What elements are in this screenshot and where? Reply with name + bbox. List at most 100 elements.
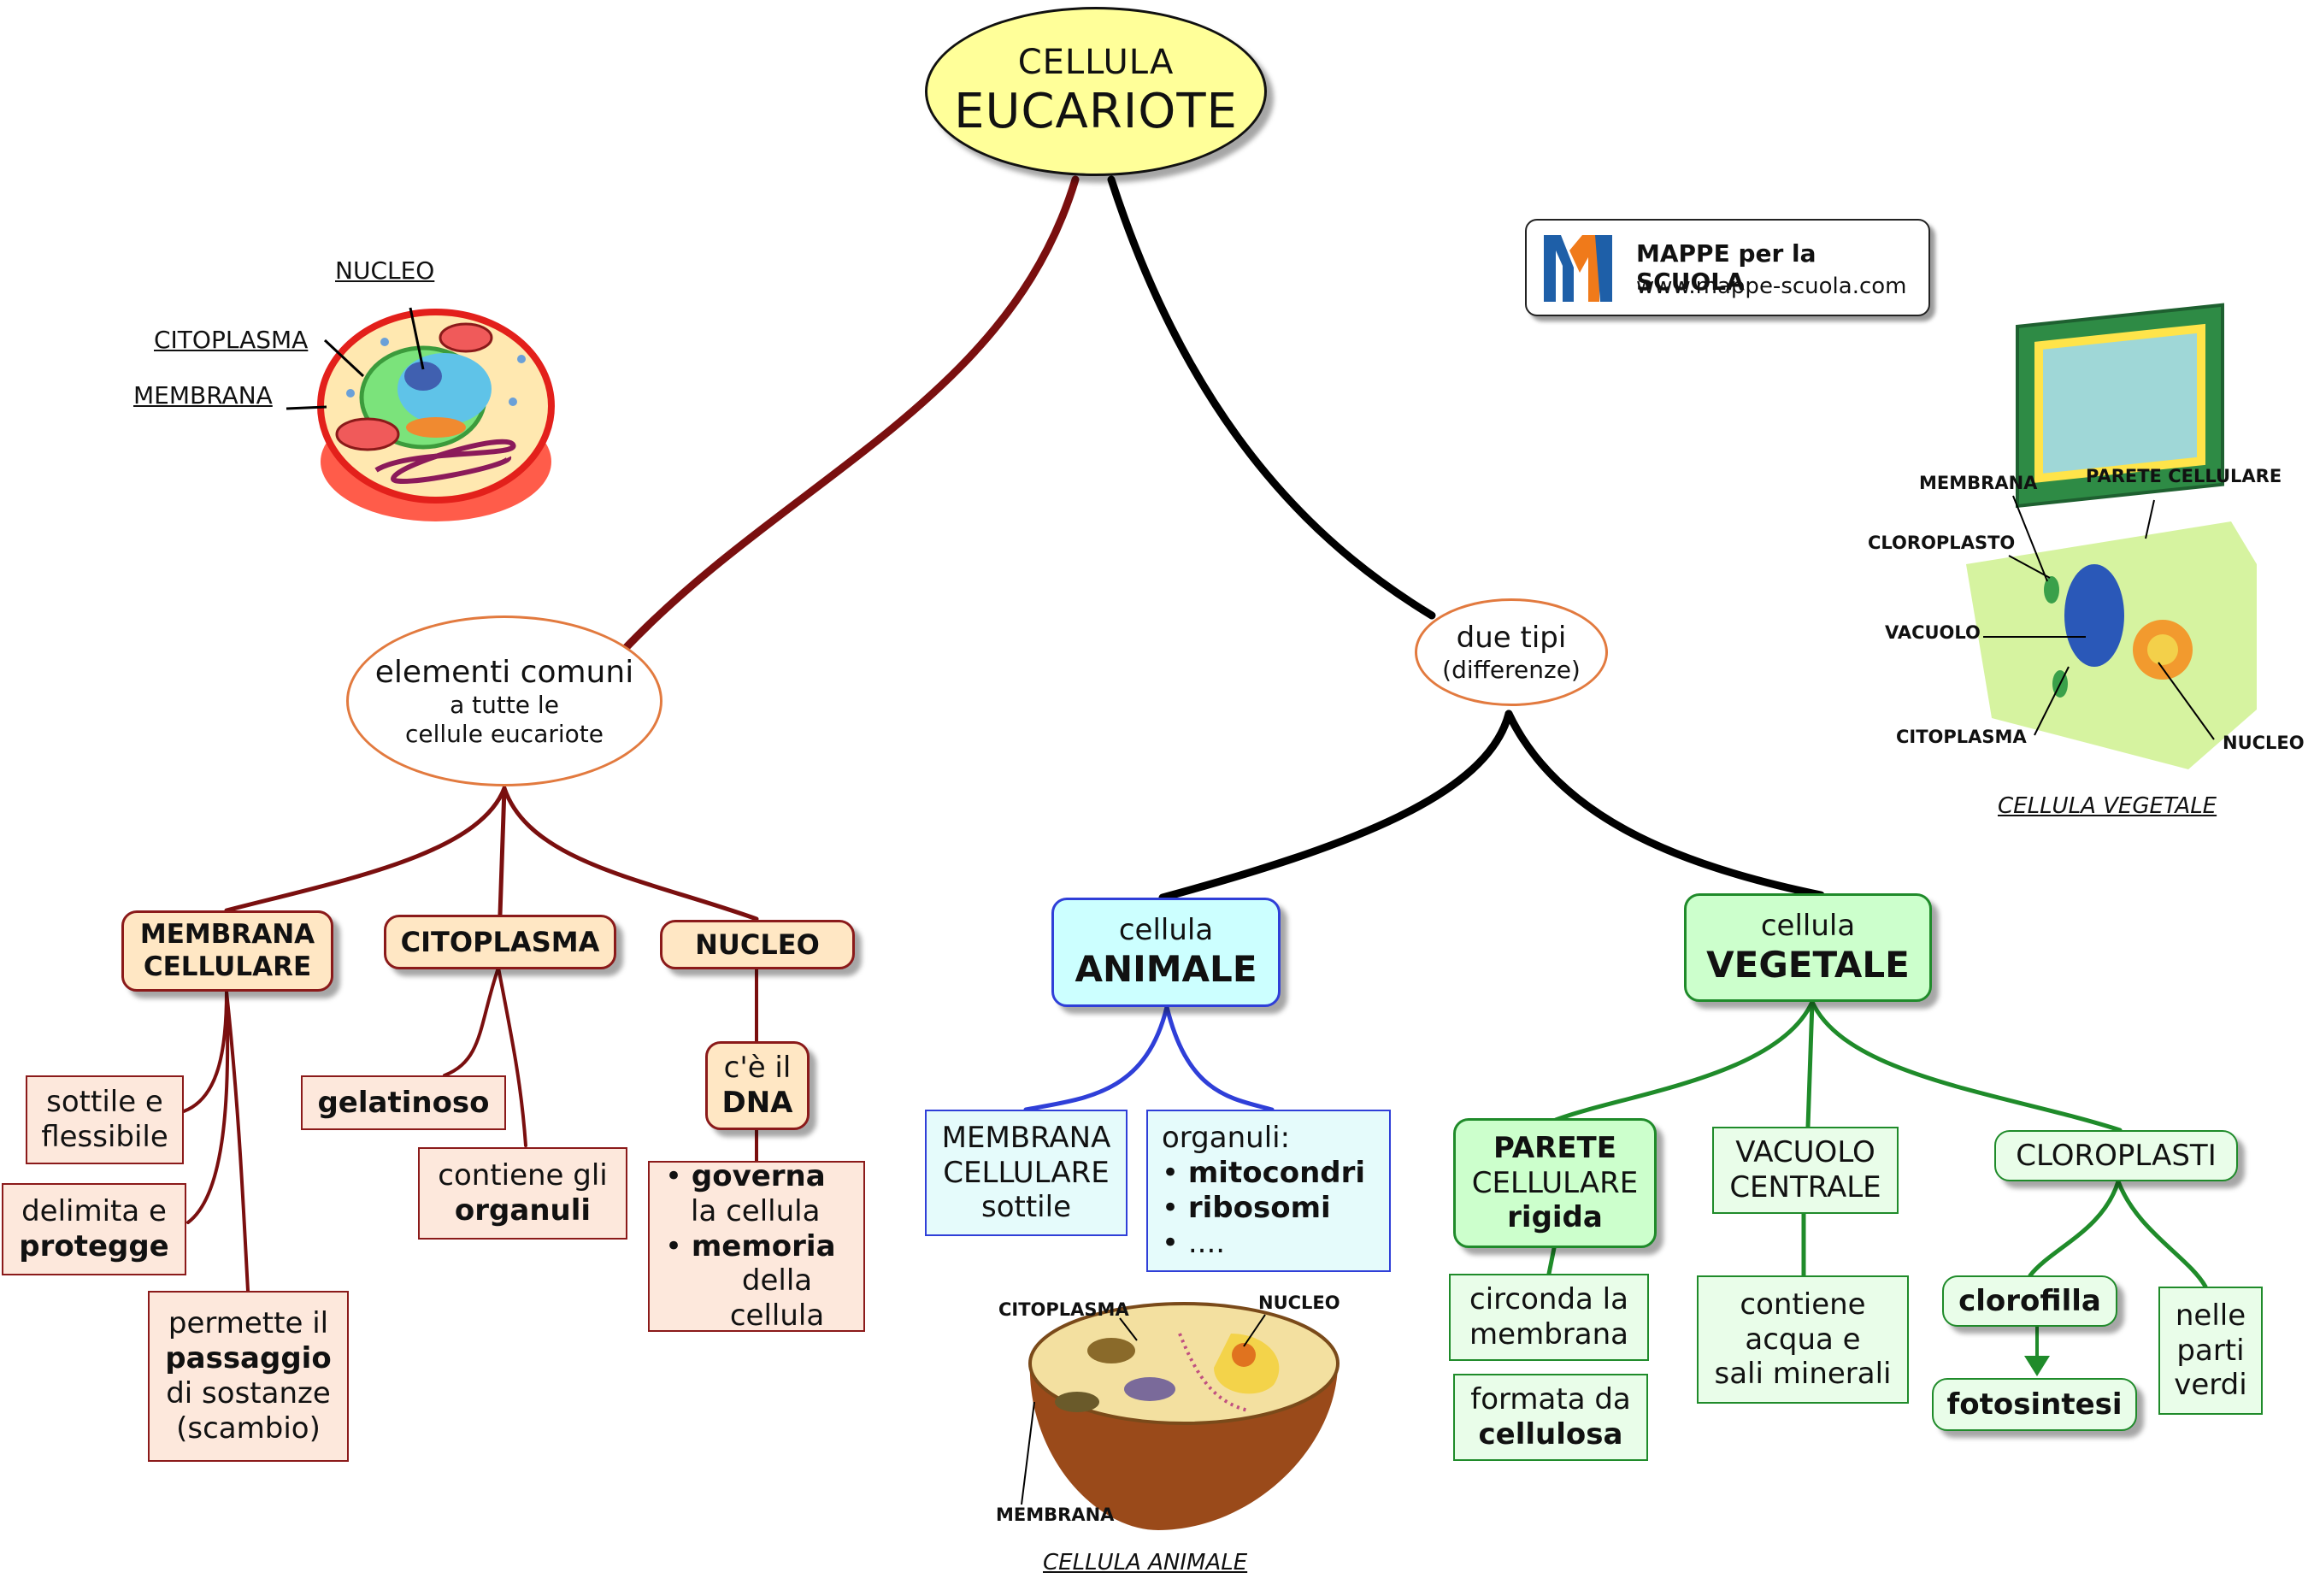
link-root-due: [1107, 175, 1436, 620]
plant-label-cloroplasto: CLOROPLASTO: [1868, 533, 2016, 553]
contiene-line2: organuli: [454, 1193, 592, 1228]
link-due-vegetale: [1504, 710, 1825, 899]
label-citoplasma-1: CITOPLASMA: [154, 326, 309, 354]
dna-line1: c'è il: [723, 1051, 792, 1086]
vegetale-line1: cellula: [1760, 908, 1856, 943]
link-common-membrana: [224, 786, 507, 913]
citoplasma-label: CITOPLASMA: [400, 925, 600, 958]
link-vegetale-parete: [1553, 999, 1815, 1122]
link-parete-circonda: [1546, 1246, 1557, 1276]
clorofilla-node[interactable]: clorofilla: [1942, 1275, 2117, 1327]
nucleo-label: NUCLEO: [695, 928, 820, 961]
nelle-line2: parti: [2176, 1333, 2245, 1368]
link-citoplasma-contiene: [497, 966, 527, 1147]
caption-cellula-animale: CELLULA ANIMALE: [1043, 1550, 1248, 1575]
caption-cellula-vegetale: CELLULA VEGETALE: [1998, 793, 2217, 819]
cloroplasti-label: CLOROPLASTI: [2016, 1138, 2217, 1173]
vacuolo-line1: VACUOLO: [1735, 1135, 1875, 1170]
memAn-line2: CELLULARE: [943, 1155, 1110, 1190]
animal-cell-illustration: [286, 307, 555, 521]
mappe-scuola-logo[interactable]: MAPPE per la SCUOLA www.mappe-scuola.com: [1525, 219, 1930, 316]
common-line1: elementi comuni: [374, 654, 634, 690]
nucleo-node[interactable]: NUCLEO: [660, 920, 855, 969]
root-line2: EUCARIOTE: [954, 84, 1238, 140]
parete-line3: rigida: [1507, 1200, 1603, 1235]
link-membrana-sottile: [182, 990, 228, 1113]
circonda-line2: membrana: [1469, 1317, 1628, 1352]
nelle-parti-verdi-node[interactable]: nelle parti verdi: [2158, 1287, 2263, 1415]
permette-node[interactable]: permette il passaggio di sostanze (scamb…: [148, 1291, 349, 1462]
permette-line4: (scambio): [176, 1410, 321, 1446]
animale-line1: cellula: [1118, 913, 1214, 948]
plant-cell-illustration: [1966, 303, 2257, 769]
plant-label-nucleo: NUCLEO: [2223, 733, 2305, 753]
cellula-animale-node[interactable]: cellula ANIMALE: [1051, 898, 1281, 1007]
clorofilla-label: clorofilla: [1958, 1283, 2101, 1318]
vacuolo-line2: CENTRALE: [1729, 1170, 1881, 1204]
membrana-cellulare-node[interactable]: MEMBRANA CELLULARE: [121, 910, 333, 992]
gelatinoso-node[interactable]: gelatinoso: [301, 1075, 506, 1130]
organuli-item3: • ....: [1162, 1225, 1226, 1260]
link-cloroplasti-nelle: [2116, 1179, 2208, 1289]
formata-line1: formata da: [1470, 1382, 1631, 1417]
parete-line2: CELLULARE: [1471, 1165, 1639, 1200]
memAn-line1: MEMBRANA: [941, 1120, 1111, 1155]
organuli-node[interactable]: organuli: • mitocondri • ribosomi • ....: [1146, 1110, 1391, 1272]
link-citoplasma-gelatinoso: [443, 966, 500, 1077]
link-common-nucleo: [502, 786, 759, 922]
citoplasma-node[interactable]: CITOPLASMA: [384, 915, 616, 969]
logo-title: MAPPE per la SCUOLA: [1636, 239, 1816, 296]
formata-line2: cellulosa: [1478, 1417, 1623, 1452]
root-node[interactable]: CELLULA EUCARIOTE: [925, 7, 1267, 176]
fotosintesi-label: fotosintesi: [1946, 1387, 2123, 1422]
common-elements-node[interactable]: elementi comuni a tutte le cellule eucar…: [346, 615, 662, 786]
circonda-node[interactable]: circonda la membrana: [1449, 1274, 1649, 1361]
sottile-line2: flessibile: [41, 1120, 168, 1154]
plant-label-membrana: MEMBRANA: [1919, 473, 2038, 493]
link-vegetale-cloroplasti: [1810, 999, 2123, 1133]
gelatinoso-label: gelatinoso: [317, 1085, 490, 1120]
acqua-line2: acqua e: [1745, 1322, 1861, 1357]
label-nucleo-1: NUCLEO: [335, 256, 435, 285]
link-membrana-delimita: [186, 990, 230, 1224]
cellula-vegetale-node[interactable]: cellula VEGETALE: [1684, 893, 1932, 1002]
due-line1: due tipi: [1456, 620, 1567, 655]
membrana-animale-node[interactable]: MEMBRANA CELLULARE sottile: [925, 1110, 1128, 1236]
membrana-line1: MEMBRANA: [139, 919, 315, 951]
nelle-line1: nelle: [2175, 1298, 2246, 1333]
animal-label-nucleo: NUCLEO: [1258, 1293, 1340, 1313]
permette-line2: passaggio: [165, 1341, 332, 1376]
formata-node[interactable]: formata da cellulosa: [1453, 1374, 1648, 1461]
governa-bullet2: • memoria: [665, 1228, 836, 1263]
logo-url: www.mappe-scuola.com: [1636, 274, 1907, 299]
contiene-organuli-node[interactable]: contiene gli organuli: [418, 1147, 627, 1240]
fotosintesi-node[interactable]: fotosintesi: [1932, 1378, 2137, 1431]
permette-line1: permette il: [168, 1306, 329, 1341]
sottile-line1: sottile e: [46, 1085, 163, 1120]
dna-line2: DNA: [721, 1086, 793, 1120]
governa-bullet1-cont: la cellula: [691, 1193, 821, 1228]
governa-bullet2-cont: della cellula: [729, 1263, 825, 1334]
vacuolo-centrale-node[interactable]: VACUOLO CENTRALE: [1712, 1127, 1899, 1214]
dna-node[interactable]: c'è il DNA: [705, 1041, 810, 1130]
plant-label-citoplasma: CITOPLASMA: [1896, 727, 2027, 747]
link-root-common: [620, 175, 1080, 654]
delimita-line1: delimita e: [21, 1194, 167, 1229]
link-animale-organuli: [1164, 1004, 1275, 1112]
permette-line3: di sostanze: [166, 1376, 331, 1410]
organuli-item2: • ribosomi: [1162, 1191, 1331, 1225]
governa-bullet1: • governa: [665, 1159, 826, 1194]
due-tipi-node[interactable]: due tipi (differenze): [1415, 598, 1608, 706]
acqua-line3: sali minerali: [1714, 1357, 1892, 1392]
link-due-animale: [1158, 710, 1513, 902]
link-common-citoplasma: [498, 786, 507, 917]
delimita-node[interactable]: delimita e protegge: [2, 1183, 186, 1275]
cloroplasti-node[interactable]: CLOROPLASTI: [1994, 1130, 2238, 1181]
governa-node[interactable]: • governa la cellula • memoria della cel…: [648, 1159, 865, 1334]
delimita-line2: protegge: [19, 1229, 169, 1263]
plant-label-parete: PARETE CELLULARE: [2086, 466, 2282, 486]
sottile-node[interactable]: sottile e flessibile: [26, 1075, 184, 1164]
parete-cellulare-node[interactable]: PARETE CELLULARE rigida: [1453, 1118, 1657, 1248]
acqua-node[interactable]: contiene acqua e sali minerali: [1697, 1275, 1909, 1404]
